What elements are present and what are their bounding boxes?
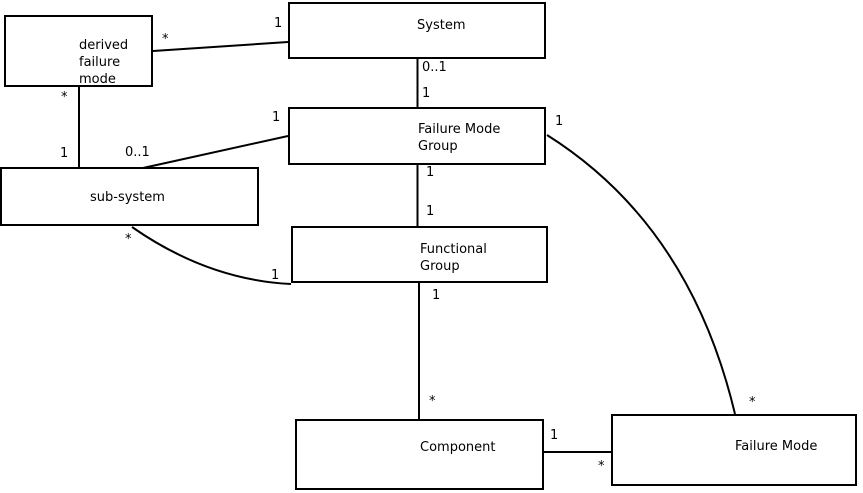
- multiplicity-fmg-end-of-failure-mode-association: 1: [555, 114, 564, 129]
- multiplicity-failure-mode-end-of-component-association: *: [598, 459, 605, 474]
- entity-box-derived-failure-mode[interactable]: derived failure mode: [4, 15, 153, 87]
- entity-label-derived-failure-mode: derived failure mode: [79, 38, 129, 87]
- entity-label-failure-mode-group: Failure Mode Group: [418, 122, 501, 154]
- multiplicity-functional-group-end-of-component-association: 1: [432, 288, 441, 303]
- multiplicity-system-end-of-fmg-association: 0..1: [422, 60, 447, 75]
- multiplicity-functional-group-end-of-fmg-association: 1: [426, 204, 435, 219]
- multiplicity-component-end-of-failure-mode-association: 1: [550, 428, 559, 443]
- entity-label-component: Component: [420, 440, 496, 455]
- multiplicity-subsystem-end-of-functional-group-association: *: [125, 232, 132, 247]
- entity-box-sub-system[interactable]: sub-system: [0, 167, 259, 226]
- entity-label-functional-group: Functional Group: [420, 242, 487, 274]
- association-line-sub-system-failure-mode-group: [142, 135, 289, 169]
- multiplicity-fmg-end-of-system-association: 1: [422, 86, 431, 101]
- association-line-derived-system: [152, 41, 289, 52]
- multiplicity-subsystem-end-of-derived-association: 1: [60, 146, 69, 161]
- entity-box-system[interactable]: System: [288, 2, 546, 59]
- entity-box-component[interactable]: Component: [295, 419, 544, 490]
- entity-box-failure-mode[interactable]: Failure Mode: [611, 414, 857, 486]
- multiplicity-derived-end-of-system-association: *: [162, 32, 169, 47]
- multiplicity-component-end-of-functional-group-association: *: [429, 394, 436, 409]
- entity-label-sub-system: sub-system: [90, 190, 165, 205]
- multiplicity-subsystem-end-of-fmg-association: 0..1: [125, 145, 150, 160]
- association-curve-sub-system-functional-group: [131, 226, 292, 285]
- multiplicity-derived-end-of-subsystem-association: *: [61, 90, 68, 105]
- multiplicity-fmg-end-of-subsystem-association: 1: [272, 110, 281, 125]
- multiplicity-functional-group-end-of-subsystem-association: 1: [271, 268, 280, 283]
- entity-label-system: System: [417, 18, 466, 33]
- entity-box-failure-mode-group[interactable]: Failure Mode Group: [288, 107, 546, 165]
- multiplicity-system-end-of-derived-association: 1: [274, 16, 283, 31]
- entity-label-failure-mode: Failure Mode: [735, 439, 818, 454]
- multiplicity-failure-mode-end-of-fmg-association: *: [749, 395, 756, 410]
- multiplicity-fmg-end-of-functional-group-association: 1: [426, 165, 435, 180]
- entity-box-functional-group[interactable]: Functional Group: [291, 226, 548, 283]
- association-curve-failure-mode-group-failure-mode: [546, 134, 736, 415]
